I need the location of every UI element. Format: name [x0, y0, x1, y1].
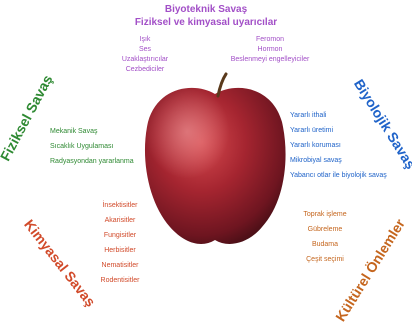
physical-label: Fiziksel Savaş — [0, 77, 53, 164]
list-item: Gübreleme — [290, 222, 360, 237]
biotech-left-list: Işık Ses Uzaklaştırıcılar Cezbediciler — [105, 35, 185, 75]
list-item: Yabancı otlar ile biyolojik savaş — [290, 168, 400, 183]
list-item: Yararlı üretimi — [290, 123, 400, 138]
list-item: Radyasyondan yararlanma — [50, 154, 150, 169]
list-item: Budama — [290, 237, 360, 252]
apple-icon — [140, 72, 290, 252]
chemical-list: İnsektisitler Akarisitler Fungisitler He… — [90, 198, 150, 288]
physical-list: Mekanik Savaş Sıcaklık Uygulaması Radyas… — [50, 124, 150, 169]
list-item: Rodentisitler — [90, 273, 150, 288]
list-item: Işık — [105, 35, 185, 45]
list-item: Mikrobiyal savaş — [290, 153, 400, 168]
cultural-list: Toprak işleme Gübreleme Budama Çeşit seç… — [290, 207, 360, 267]
list-item: Uzaklaştırıcılar — [105, 55, 185, 65]
list-item: Fungisitler — [90, 228, 150, 243]
list-item: Herbisitler — [90, 243, 150, 258]
list-item: Akarisitler — [90, 213, 150, 228]
list-item: Yararlı ithali — [290, 108, 400, 123]
list-item: Sıcaklık Uygulaması — [50, 139, 150, 154]
list-item: İnsektisitler — [90, 198, 150, 213]
list-item: Nematisitler — [90, 258, 150, 273]
biotech-right-list: Feromon Hormon Beslenmeyi engelleyiciler — [215, 35, 325, 65]
list-item: Ses — [105, 45, 185, 55]
list-item: Hormon — [215, 45, 325, 55]
title-biotech: Biyoteknik Savaş — [0, 4, 412, 15]
list-item: Feromon — [215, 35, 325, 45]
biological-list: Yararlı ithali Yararlı üretimi Yararlı k… — [290, 108, 400, 183]
list-item: Toprak işleme — [290, 207, 360, 222]
title-stimulants: Fiziksel ve kimyasal uyarıcılar — [0, 17, 412, 28]
list-item: Beslenmeyi engelleyiciler — [215, 55, 325, 65]
list-item: Yararlı koruması — [290, 138, 400, 153]
list-item: Mekanik Savaş — [50, 124, 150, 139]
list-item: Çeşit seçimi — [290, 252, 360, 267]
